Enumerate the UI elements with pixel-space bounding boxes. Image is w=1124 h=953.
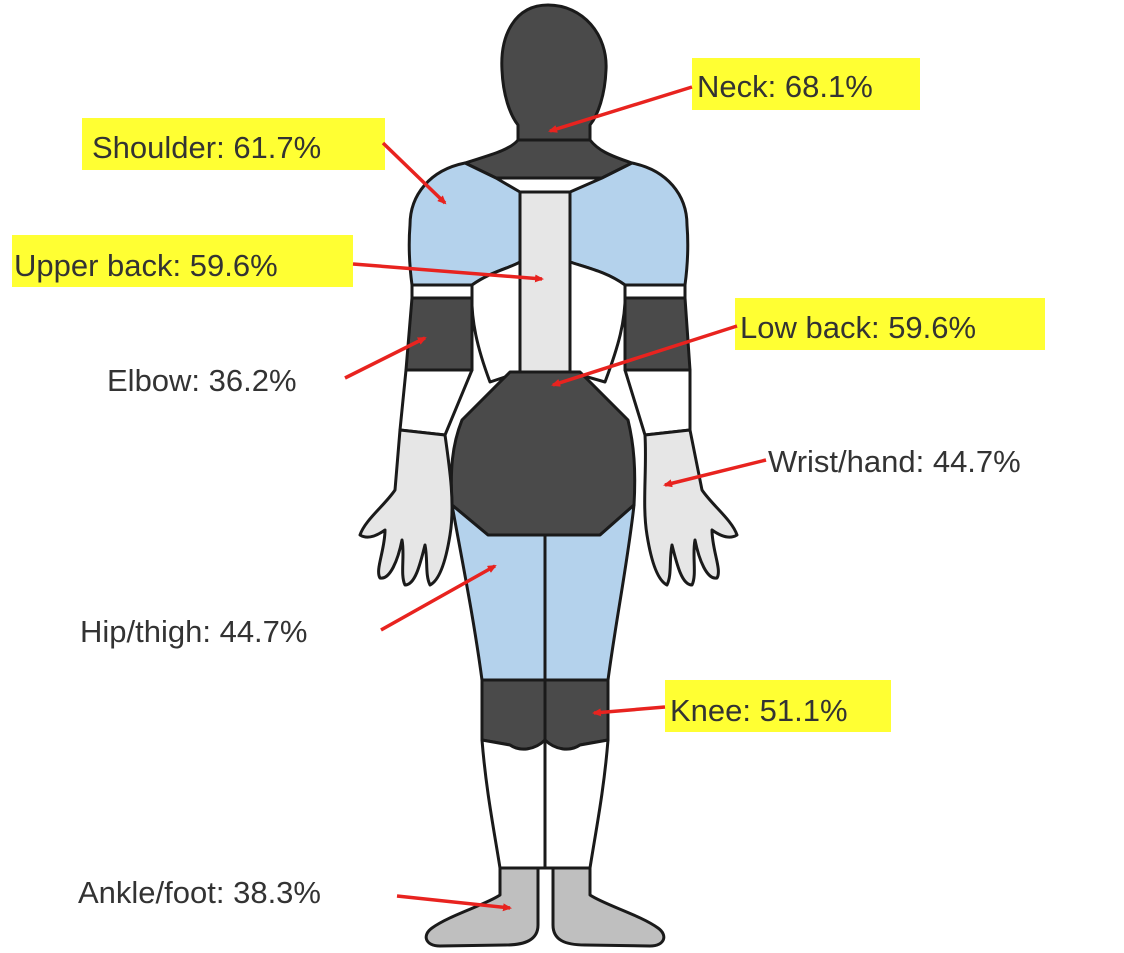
head-region	[502, 5, 606, 147]
neck-label: Neck: 68.1%	[697, 69, 873, 104]
foot-right-region	[553, 868, 664, 946]
hand-left-region	[360, 430, 452, 585]
upper-back-region	[520, 192, 570, 372]
knee-label: Knee: 51.1%	[670, 693, 848, 728]
forearm-right	[625, 370, 690, 435]
neck-region	[465, 140, 632, 178]
wrist-hand-label: Wrist/hand: 44.7%	[768, 444, 1021, 479]
upper-arm-left	[412, 285, 472, 298]
elbow-label: Elbow: 36.2%	[107, 363, 297, 398]
elbow-left-region	[406, 298, 472, 370]
upper-arm-right	[625, 285, 685, 298]
shoulder-left-region	[409, 163, 520, 285]
shoulder-label: Shoulder: 61.7%	[92, 130, 321, 165]
hip-thigh-label: Hip/thigh: 44.7%	[80, 614, 307, 649]
upper-back-label: Upper back: 59.6%	[14, 248, 278, 283]
shoulder-arrow	[383, 143, 445, 203]
ankle-foot-label: Ankle/foot: 38.3%	[78, 875, 321, 910]
human-figure	[360, 5, 737, 946]
shin-left-region	[482, 740, 545, 868]
knee-right-region	[545, 680, 608, 749]
low-back-label: Low back: 59.6%	[740, 310, 976, 345]
knee-left-region	[482, 680, 545, 749]
torso-left-side	[472, 262, 520, 382]
hand-right-region	[645, 430, 737, 585]
foot-left-region	[426, 868, 538, 946]
low-back-region	[451, 372, 634, 535]
shin-right-region	[545, 740, 608, 868]
